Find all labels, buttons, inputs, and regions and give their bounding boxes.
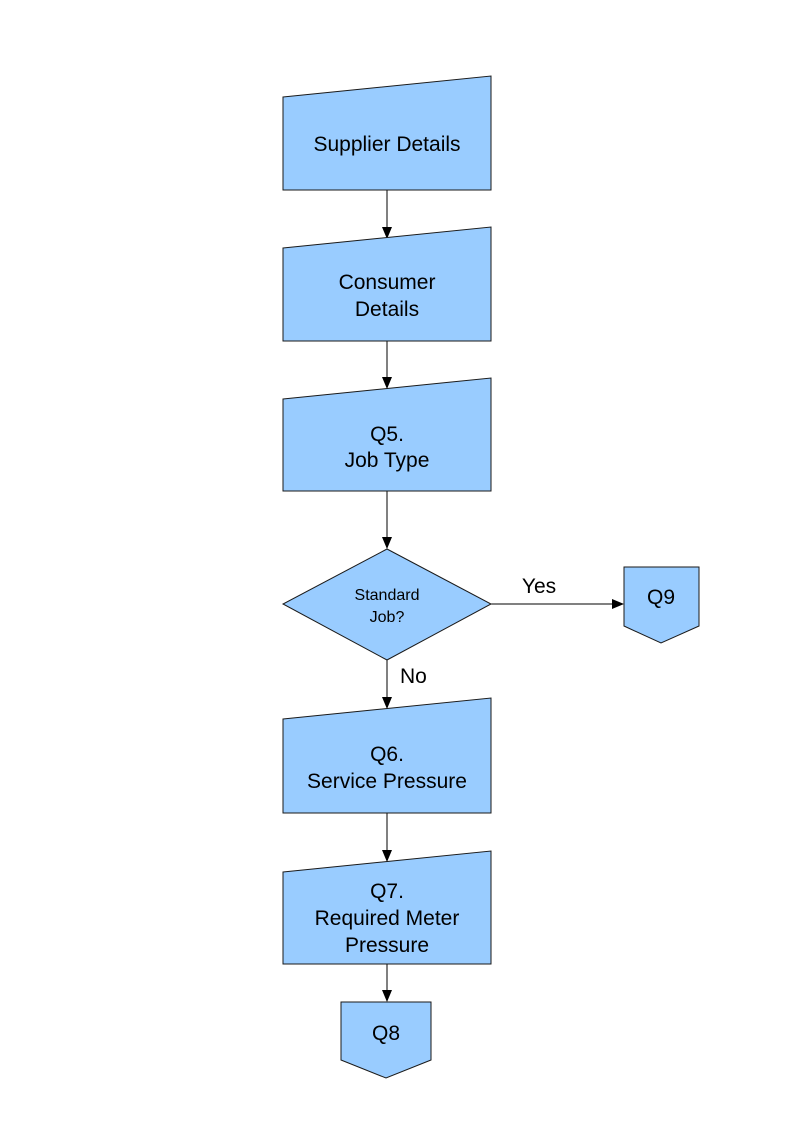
node-consumer-details-label-line-2: Details bbox=[355, 298, 419, 321]
node-q7-label-line-3: Pressure bbox=[345, 934, 429, 957]
edge-label-yes: Yes bbox=[522, 575, 556, 598]
node-q7-label-line-2: Required Meter bbox=[315, 907, 460, 930]
node-q9-connector: Q9 bbox=[623, 566, 700, 644]
node-q5-job-type: Q5. Job Type bbox=[282, 377, 492, 492]
node-standard-job-label-line-2: Job? bbox=[370, 609, 405, 626]
node-q8-connector: Q8 bbox=[340, 1001, 432, 1079]
node-consumer-details: Consumer Details bbox=[282, 226, 492, 342]
node-q9-label: Q9 bbox=[647, 586, 675, 609]
node-q6-service-pressure: Q6. Service Pressure bbox=[282, 697, 492, 814]
node-standard-job-decision: Standard Job? bbox=[281, 548, 493, 661]
node-q6-label-line-2: Service Pressure bbox=[307, 770, 467, 793]
edge-label-no: No bbox=[400, 665, 427, 688]
node-q8-label: Q8 bbox=[372, 1022, 400, 1045]
node-standard-job-label-line-1: Standard bbox=[355, 587, 420, 604]
node-consumer-details-label-line-1: Consumer bbox=[339, 271, 436, 294]
node-q5-label-line-2: Job Type bbox=[345, 449, 430, 472]
node-q6-label-line-1: Q6. bbox=[370, 743, 404, 766]
node-q7-required-meter-pressure: Q7. Required Meter Pressure bbox=[282, 850, 492, 965]
node-q5-label-line-1: Q5. bbox=[370, 423, 404, 446]
node-supplier-details-label: Supplier Details bbox=[313, 133, 460, 156]
node-supplier-details: Supplier Details bbox=[282, 75, 492, 191]
node-q7-label-line-1: Q7. bbox=[370, 880, 404, 903]
